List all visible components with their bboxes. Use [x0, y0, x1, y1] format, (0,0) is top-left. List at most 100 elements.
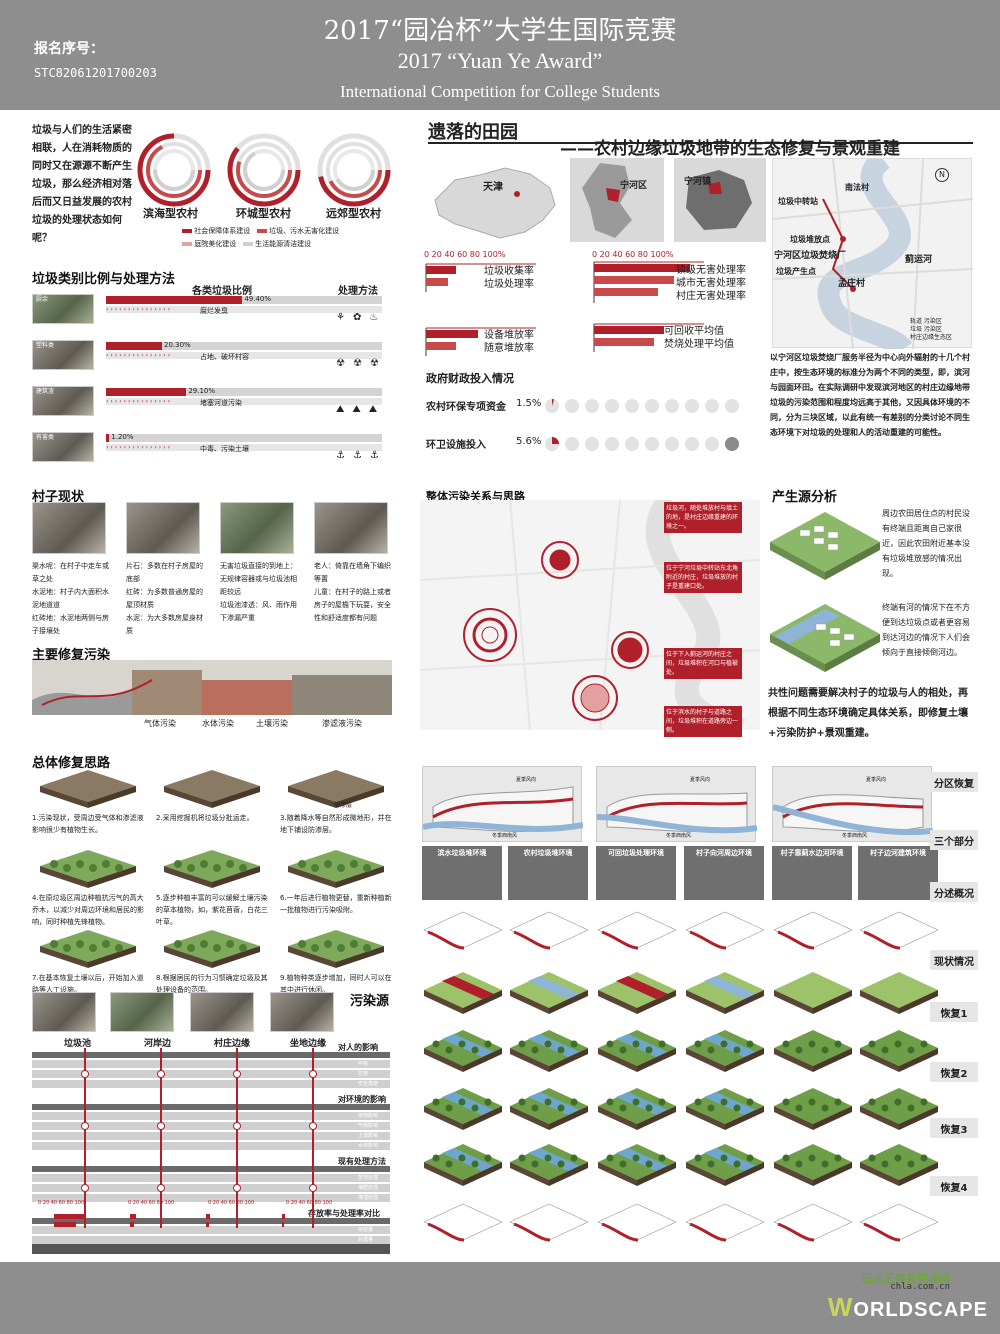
pollution-source-title: 污染源: [350, 994, 390, 1009]
matrix-scale: 0 20 40 60 80 100: [38, 1200, 85, 1206]
repair-section-title: 总体修复思路: [32, 756, 111, 771]
site-map-legend: 轨道 污染区 垃圾 污染区 村庄边缘生态区: [910, 318, 952, 342]
finance-token: [605, 399, 619, 413]
comparison-bar: [206, 1214, 210, 1219]
waste-bar-track: [106, 388, 382, 396]
watermark-url: chla.com.cn: [890, 1282, 950, 1292]
source-conclusion: 共性问题需要解决村子的垃圾与人的相处，再根据不同生态环境确定具体关系，即修复土壤…: [768, 688, 968, 739]
tianjin-map: [570, 158, 664, 242]
waste-section-title: 垃圾类别比例与处理方法: [32, 272, 176, 287]
waste-tag: 塑料类: [36, 342, 55, 349]
village-section-title: 村子现状: [32, 490, 85, 505]
zone-tile: [686, 1030, 764, 1072]
zone-side-label: 分述概况: [930, 882, 978, 902]
waste-chevrons: ›››››››››››››››: [106, 444, 382, 451]
matrix-group-bar: [32, 1218, 390, 1224]
bar-label: 城市无害处理率: [676, 278, 746, 289]
donut-label-suburban: 环城型农村: [236, 207, 291, 220]
relation-section-title: 整体污染关系与思路: [426, 490, 525, 503]
finance-slice: [552, 437, 559, 444]
zone-map-label: 冬季西南风: [842, 833, 868, 839]
bar: [594, 276, 674, 284]
pollution-section-title: 主要修复污染: [32, 648, 111, 663]
zone-tile: [424, 972, 502, 1014]
bar-labels-left-1: 垃圾收集率 垃圾处理率: [484, 265, 534, 291]
matrix-group-title: 对人的影响: [338, 1043, 378, 1052]
waste-bar-fill: [106, 296, 243, 304]
zone-side-label: 三个部分: [930, 830, 978, 850]
finance-token: [705, 437, 719, 451]
bar: [594, 338, 654, 346]
matrix-group-title: 现有处理方法: [338, 1157, 386, 1166]
legend-item: 轨道 污染区: [910, 318, 942, 325]
village-photo: [32, 502, 106, 554]
zone-side-label: 恢复4: [930, 1176, 978, 1196]
finance-label: 环卫设施投入: [426, 440, 486, 451]
matrix-row-label: 存放量: [358, 1227, 374, 1233]
matrix-marker: [309, 1070, 317, 1078]
donut-label-remote: 远郊型农村: [326, 207, 381, 220]
source-section-title: 产生源分析: [772, 490, 838, 505]
pollution-label: 气体污染: [144, 719, 176, 728]
matrix-row: [32, 1122, 390, 1130]
waste-tag: 厨余: [36, 296, 49, 303]
comparison-bar: [282, 1214, 285, 1219]
waste-bar-fill: [106, 342, 163, 350]
matrix-row: [32, 1174, 390, 1182]
source-column: 垃圾池: [64, 1039, 92, 1049]
village-caption: 无害垃圾直接的到地上：无规律容器或与垃圾池相距较远 垃圾池漆透：风、雨作用下渗漏…: [220, 562, 297, 622]
zone-tile: [686, 1088, 764, 1130]
zone-description: 滨水垃圾堆环境: [422, 846, 502, 900]
competition-title-en: 2017 “Yuan Ye Award”: [397, 48, 603, 73]
donut-legend: 社会保障体系建设 垃圾、污水无害化建设 庭院美化建设 生活能源清洁建设: [182, 225, 402, 251]
matrix-row-label: 焚烧处理: [358, 1175, 379, 1181]
legend-item: 生活能源清洁建设: [255, 240, 312, 248]
matrix-row-label: 水体影响: [358, 1143, 379, 1149]
finance-token: [685, 437, 699, 451]
location-bar-charts: [425, 261, 704, 356]
matrix-column-line: [312, 1048, 314, 1228]
source-column: 村庄边缘: [214, 1039, 251, 1049]
zone-tile: [686, 1203, 764, 1242]
matrix-marker: [81, 1070, 89, 1078]
zone-map: [772, 766, 934, 842]
zone-map-label: 冬季西南风: [492, 833, 518, 839]
comparison-bar: [206, 1222, 209, 1227]
bar-label: 设备堆放率: [484, 330, 534, 341]
finance-token: [605, 437, 619, 451]
header-banner: 报名序号： STC82061201700203 2017“园冶杯”大学生国际竞赛…: [0, 0, 1000, 110]
matrix-marker: [157, 1184, 165, 1192]
matrix-group-bar: [32, 1166, 390, 1172]
zone-tile: [860, 1203, 938, 1242]
waste-chevrons: ›››››››››››››››: [106, 398, 382, 405]
zone-side-label: 恢复3: [930, 1118, 978, 1138]
matrix-row: [32, 1060, 390, 1068]
relation-diagram: [419, 492, 761, 741]
bar-label: 村庄无害处理率: [676, 291, 746, 302]
competition-title-cn: 2017“园冶杯”大学生国际竞赛: [323, 16, 677, 46]
map-label-ninghe-district: 宁河区: [620, 181, 648, 191]
village-type-donuts: [137, 133, 391, 207]
waste-bar-fill: [106, 388, 187, 396]
finance-token: [725, 437, 739, 451]
bar: [594, 288, 658, 296]
village-caption: 渠水呢：在村子中走车或草之处 水泥地：村子内大面积水泥地道道 红砖地：水泥地两侧…: [32, 562, 109, 635]
zone-description-title: 村子靠蓟水边河环境: [780, 849, 844, 857]
ninghe-map: [674, 158, 766, 242]
waste-percent: 20.30%: [164, 341, 191, 349]
waste-tag: 建筑渣: [36, 388, 55, 395]
china-map: [434, 167, 556, 239]
matrix-scale: 0 20 40 60 80 100: [286, 1200, 333, 1206]
matrix-row: [32, 1184, 390, 1192]
registration-label: 报名序号：: [34, 41, 104, 57]
footer-banner: 园风汇恢复完成网 chla.com.cn WORLDSCAPE: [0, 1262, 1000, 1334]
waste-photo: [32, 432, 94, 462]
competition-subtitle-en: International Competition for College St…: [339, 82, 661, 101]
matrix-group-bar: [32, 1052, 390, 1058]
scale-label: 0 20 40 60 80 100%: [592, 250, 674, 259]
zone-tile: [424, 911, 502, 950]
method-icons: ⚓⚓⚓: [336, 450, 387, 461]
aux-label: 防渗层: [334, 802, 353, 809]
relation-note: 垃圾河，随处堆放村与填土的地，是村庄边缘重建的环境之一。: [664, 502, 742, 533]
donut-remote: [317, 133, 391, 207]
